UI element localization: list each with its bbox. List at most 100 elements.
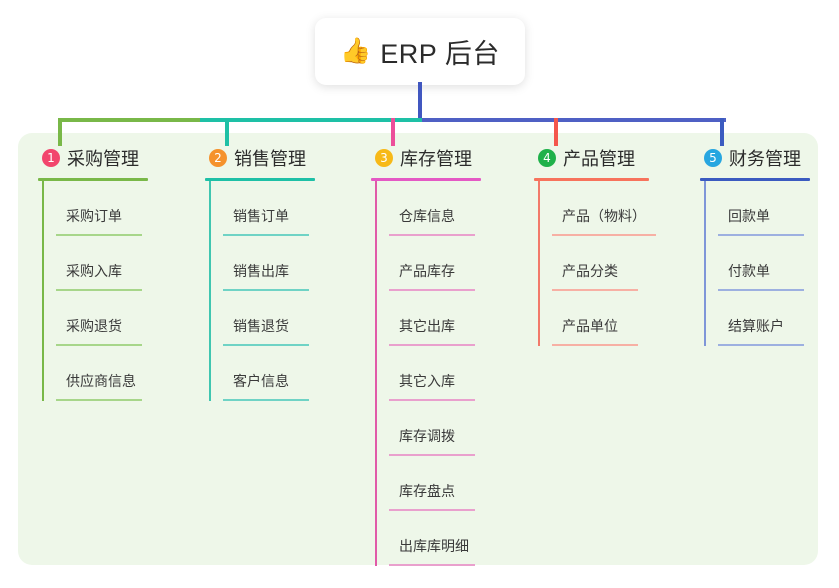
branch-column-销售管理: 2 销售管理销售订单销售出库销售退货客户信息	[205, 144, 355, 401]
leaf-underline	[718, 289, 804, 291]
branch-column-财务管理: 5 财务管理回款单付款单结算账户	[700, 144, 839, 346]
leaf-label: 产品分类	[562, 263, 618, 279]
leaf-label: 库存调拨	[399, 428, 455, 444]
branch-header-产品管理[interactable]: 4 产品管理	[534, 144, 694, 172]
branch-header-财务管理[interactable]: 5 财务管理	[700, 144, 839, 172]
leaf-underline	[56, 234, 142, 236]
leaf-list: 销售订单销售出库销售退货客户信息	[205, 181, 355, 401]
leaf-label: 采购退货	[66, 318, 122, 334]
branch-index-badge: 1	[42, 149, 60, 167]
leaf-item[interactable]: 销售出库	[223, 236, 355, 291]
leaf-item[interactable]: 库存盘点	[389, 456, 521, 511]
leaf-item[interactable]: 采购订单	[56, 181, 188, 236]
leaf-item[interactable]: 销售订单	[223, 181, 355, 236]
leaf-underline	[56, 344, 142, 346]
branch-underline	[38, 178, 148, 181]
leaf-underline	[389, 289, 475, 291]
leaf-item[interactable]: 采购入库	[56, 236, 188, 291]
leaf-underline	[552, 234, 656, 236]
leaf-list: 回款单付款单结算账户	[700, 181, 839, 346]
leaf-underline	[389, 344, 475, 346]
leaf-label: 采购入库	[66, 263, 122, 279]
leaf-underline	[718, 234, 804, 236]
leaf-underline	[223, 289, 309, 291]
leaf-underline	[223, 234, 309, 236]
branch-drop-connector-3	[391, 118, 395, 146]
leaf-label: 销售退货	[233, 318, 289, 334]
leaf-label: 仓库信息	[399, 208, 455, 224]
leaf-list: 仓库信息产品库存其它出库其它入库库存调拨库存盘点出库库明细	[371, 181, 521, 566]
leaf-underline	[56, 289, 142, 291]
branch-header-销售管理[interactable]: 2 销售管理	[205, 144, 355, 172]
branch-label: 销售管理	[234, 149, 306, 169]
leaf-spine-connector	[704, 181, 706, 346]
leaf-label: 销售出库	[233, 263, 289, 279]
leaf-underline	[223, 344, 309, 346]
leaf-item[interactable]: 仓库信息	[389, 181, 521, 236]
leaf-item[interactable]: 产品分类	[552, 236, 694, 291]
branch-label: 财务管理	[729, 149, 801, 169]
branch-header-采购管理[interactable]: 1 采购管理	[38, 144, 188, 172]
leaf-item[interactable]: 出库库明细	[389, 511, 521, 566]
leaf-item[interactable]: 销售退货	[223, 291, 355, 346]
leaf-item[interactable]: 客户信息	[223, 346, 355, 401]
branch-index-badge: 5	[704, 149, 722, 167]
leaf-underline	[389, 454, 475, 456]
leaf-item[interactable]: 供应商信息	[56, 346, 188, 401]
leaf-item[interactable]: 采购退货	[56, 291, 188, 346]
leaf-label: 供应商信息	[66, 373, 136, 389]
leaf-label: 结算账户	[728, 318, 784, 334]
connector-bar-segment-2	[200, 118, 422, 122]
leaf-item[interactable]: 其它入库	[389, 346, 521, 401]
leaf-label: 回款单	[728, 208, 770, 224]
leaf-underline	[552, 344, 638, 346]
leaf-item[interactable]: 产品库存	[389, 236, 521, 291]
leaf-underline	[552, 289, 638, 291]
root-node-card[interactable]: 👍 ERP 后台	[315, 18, 525, 85]
branch-label: 库存管理	[400, 149, 472, 169]
leaf-label: 产品库存	[399, 263, 455, 279]
branch-drop-connector-2	[225, 118, 229, 146]
leaf-underline	[389, 234, 475, 236]
leaf-spine-connector	[209, 181, 211, 401]
leaf-item[interactable]: 产品单位	[552, 291, 694, 346]
branch-underline	[700, 178, 810, 181]
leaf-underline	[389, 564, 475, 566]
branch-underline	[371, 178, 481, 181]
leaf-label: 产品单位	[562, 318, 618, 334]
leaf-list: 采购订单采购入库采购退货供应商信息	[38, 181, 188, 401]
leaf-spine-connector	[538, 181, 540, 346]
leaf-underline	[718, 344, 804, 346]
leaf-item[interactable]: 产品（物料）	[552, 181, 694, 236]
leaf-item[interactable]: 回款单	[718, 181, 839, 236]
leaf-underline	[389, 509, 475, 511]
leaf-list: 产品（物料） 产品分类产品单位	[534, 181, 694, 346]
leaf-item[interactable]: 库存调拨	[389, 401, 521, 456]
leaf-label: 产品（物料）	[562, 208, 646, 224]
branch-label: 产品管理	[563, 149, 635, 169]
leaf-label: 采购订单	[66, 208, 122, 224]
branch-index-badge: 4	[538, 149, 556, 167]
branch-label: 采购管理	[67, 149, 139, 169]
branch-drop-connector-1	[58, 118, 62, 146]
branch-column-产品管理: 4 产品管理产品（物料） 产品分类产品单位	[534, 144, 694, 346]
branch-index-badge: 2	[209, 149, 227, 167]
leaf-label: 客户信息	[233, 373, 289, 389]
branch-drop-connector-5	[720, 118, 724, 146]
branch-drop-connector-4	[554, 118, 558, 146]
leaf-item[interactable]: 结算账户	[718, 291, 839, 346]
leaf-item[interactable]: 其它出库	[389, 291, 521, 346]
connector-bar-segment-3	[422, 118, 726, 122]
branch-column-采购管理: 1 采购管理采购订单采购入库采购退货供应商信息	[38, 144, 188, 401]
leaf-item[interactable]: 付款单	[718, 236, 839, 291]
leaf-underline	[56, 399, 142, 401]
leaf-label: 付款单	[728, 263, 770, 279]
leaf-label: 销售订单	[233, 208, 289, 224]
root-title: ERP 后台	[380, 39, 500, 69]
branch-underline	[534, 178, 649, 181]
leaf-label: 其它入库	[399, 373, 455, 389]
thumbs-up-icon: 👍	[340, 37, 372, 65]
